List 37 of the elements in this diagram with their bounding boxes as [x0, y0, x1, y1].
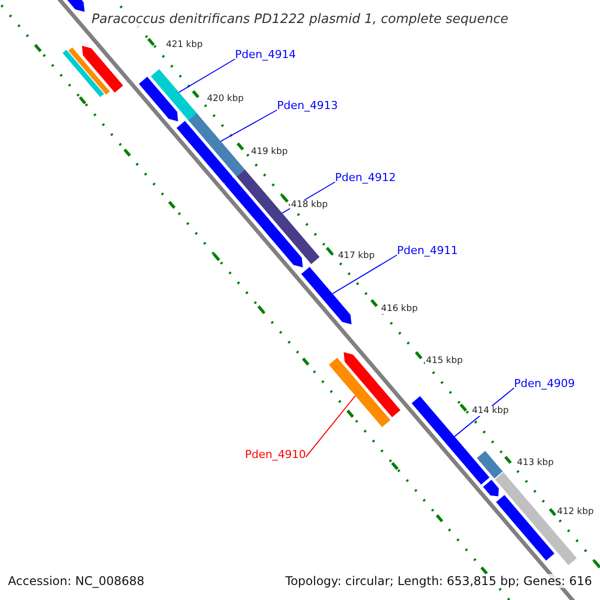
scale-label: 421 kbp	[165, 40, 204, 50]
scale-label: 415 kbp	[425, 356, 464, 366]
gene-label: Pden_4909	[514, 377, 575, 390]
scale-label: 417 kbp	[337, 251, 376, 261]
scale-label: 413 kbp	[516, 458, 555, 468]
leader-line	[332, 254, 398, 294]
gene-bar	[138, 76, 178, 122]
gene-bar	[62, 50, 104, 98]
gene-label: Pden_4912	[335, 171, 396, 184]
sequence-info-text: Topology: circular; Length: 653,815 bp; Genes: 616	[283, 574, 594, 588]
gene-bar	[176, 120, 234, 186]
gene-bar	[301, 266, 352, 324]
gene-label: Pden_4911	[397, 244, 458, 257]
scale-label: 419 kbp	[250, 147, 289, 157]
accession-text: Accession: NC_008688	[8, 574, 144, 588]
leader-line	[220, 110, 278, 142]
gene-bar	[68, 47, 110, 95]
scale-label: 416 kbp	[380, 304, 419, 314]
gene-bar	[188, 113, 245, 177]
scale-label: 412 kbp	[556, 507, 595, 517]
leader-line	[178, 58, 236, 93]
gene-bar	[150, 69, 199, 123]
gene-bar	[82, 46, 124, 93]
gene-bar	[412, 396, 490, 485]
gene-label: Pden_4913	[277, 99, 338, 112]
gene-bar	[495, 472, 577, 566]
gene-bar	[476, 450, 503, 479]
scale-label: 420 kbp	[206, 94, 245, 104]
scale-label: 414 kbp	[471, 406, 510, 416]
gene-bar	[328, 358, 390, 428]
gene-label: Pden_4910	[245, 448, 306, 461]
gene-bar	[483, 480, 499, 496]
gene-bar	[496, 494, 554, 561]
scale-label: 418 kbp	[290, 200, 329, 210]
gene-label: Pden_4914	[235, 48, 296, 61]
gene-bar	[344, 352, 400, 418]
leader-line	[305, 395, 356, 458]
